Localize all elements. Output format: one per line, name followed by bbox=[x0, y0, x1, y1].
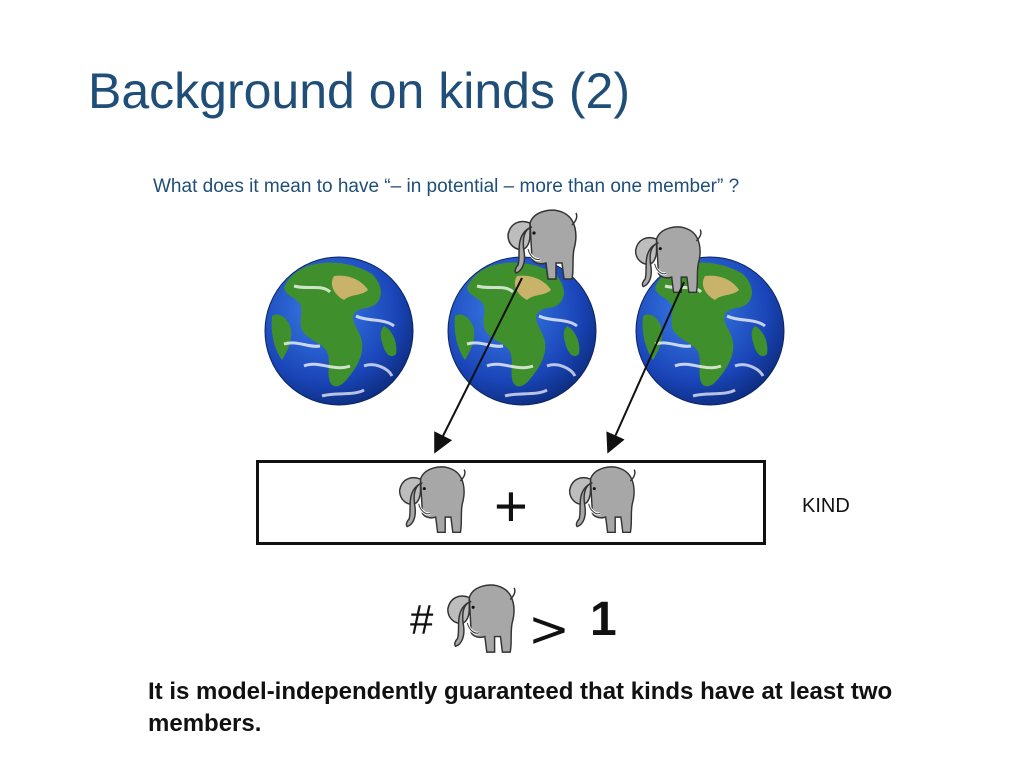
greater-than-sign: > bbox=[528, 600, 570, 658]
kind-label: KIND bbox=[802, 495, 850, 517]
slide-title: Background on kinds (2) bbox=[88, 63, 630, 119]
conclusion-text: It is model-independently guaranteed tha… bbox=[148, 678, 893, 737]
number-one: 1 bbox=[590, 593, 617, 646]
kind-box bbox=[256, 460, 766, 545]
elephant-icon bbox=[392, 462, 468, 538]
plus-sign: + bbox=[494, 474, 528, 539]
arrow-to-first-member bbox=[434, 277, 523, 454]
elephant-icon bbox=[562, 462, 638, 538]
arrow-to-second-member bbox=[606, 281, 685, 454]
elephant-icon bbox=[440, 580, 518, 658]
question-text: What does it mean to have “– in potentia… bbox=[153, 176, 740, 197]
hash-sign: # bbox=[410, 596, 434, 643]
